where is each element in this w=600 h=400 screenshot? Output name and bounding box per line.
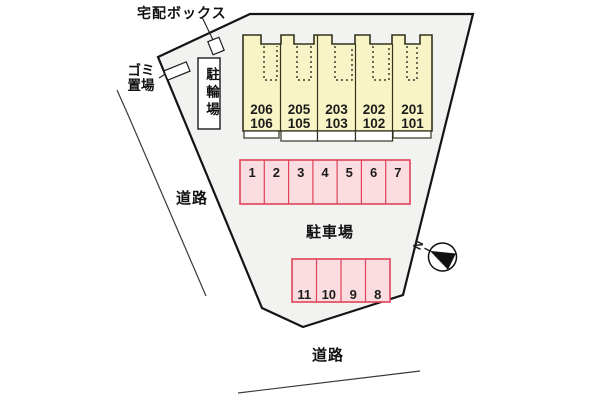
road-bottom-label: 道路 (312, 347, 345, 364)
parking-space-number: 7 (394, 165, 401, 180)
north-arrow (429, 250, 456, 270)
parking-space-number: 2 (273, 165, 280, 180)
parking-row-bottom: 11 10 9 8 (291, 258, 391, 303)
stair-dotted-path (406, 46, 418, 81)
porch-strip (280, 130, 319, 142)
parking-space-number: 8 (374, 287, 381, 302)
delivery-box (207, 36, 225, 56)
unit-number-upper: 203 (325, 102, 348, 117)
road-edge-left (116, 89, 207, 297)
garbage-area-label-line1: ゴミ (127, 63, 155, 78)
parking-row-top: 1 2 3 4 5 6 7 (239, 159, 411, 205)
parking-space-number: 11 (297, 287, 311, 302)
garbage-box (163, 61, 191, 81)
unit-number-lower: 106 (250, 116, 273, 131)
road-edge-bottom (237, 370, 421, 394)
unit-number-upper: 201 (401, 102, 424, 117)
porch-strip (316, 130, 357, 142)
unit-number-lower: 103 (325, 116, 348, 131)
unit-number-upper: 202 (363, 102, 386, 117)
unit-number-lower: 105 (288, 116, 311, 131)
unit-number-upper: 206 (250, 102, 273, 117)
unit-number-lower: 101 (401, 116, 424, 131)
road-left-label: 道路 (176, 190, 209, 207)
parking-space-number: 9 (350, 287, 357, 302)
parking-row-top-outline (239, 159, 411, 205)
parking-space-number: 6 (370, 165, 377, 180)
bicycle-parking-box (197, 57, 221, 130)
parking-space-number: 4 (321, 165, 329, 180)
stair-dotted-path (263, 46, 278, 81)
delivery-box-leader (201, 16, 214, 41)
garbage-area-label-line2: 置場 (127, 77, 155, 93)
garbage-area-label: ゴミ 置場 (124, 63, 158, 93)
parking-space-number: 10 (322, 287, 336, 302)
unit-number-upper: 205 (288, 102, 311, 117)
parking-lot-label: 駐車場 (306, 224, 355, 241)
porch-strip (354, 130, 394, 142)
stair-dotted-path (334, 46, 353, 81)
parking-space-number: 5 (346, 165, 353, 180)
stair-dotted-path (372, 46, 390, 81)
parking-space-number: 1 (248, 165, 255, 180)
unit-number-lower: 102 (363, 116, 386, 131)
bicycle-parking-label: 駐輪場 (204, 67, 219, 120)
delivery-box-label: 宅配ボックス (137, 5, 227, 21)
porch-strip (243, 130, 280, 139)
parking-space-number: 3 (297, 165, 304, 180)
porch-strip (392, 130, 432, 139)
stair-dotted-path (296, 46, 312, 81)
north-compass: N (410, 238, 458, 272)
building-outline (242, 34, 433, 132)
